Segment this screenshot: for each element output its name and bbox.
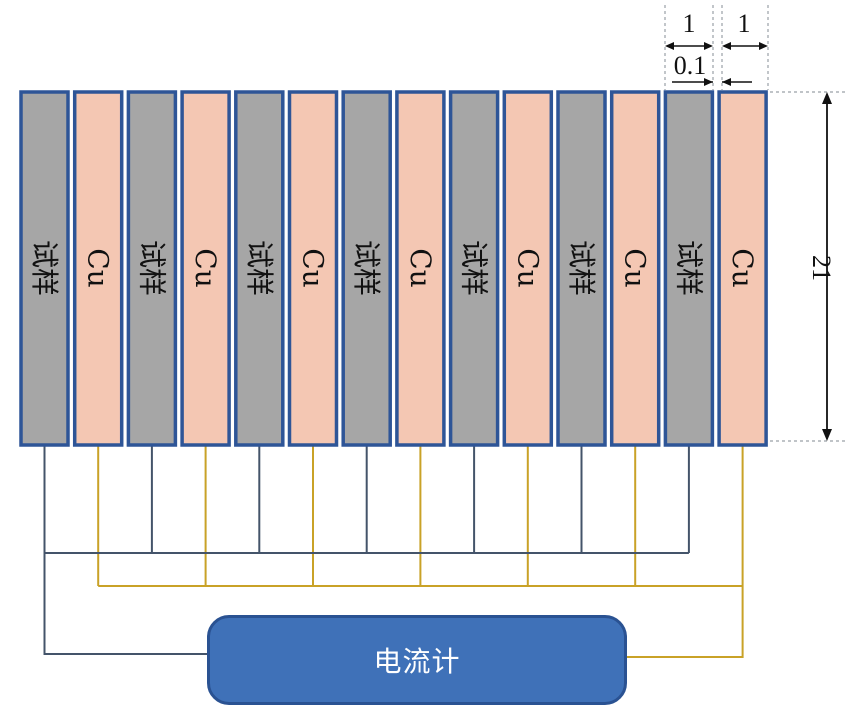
sample-return-wire bbox=[43, 553, 209, 655]
plate-stack: 试样 Cu 试样 Cu 试样 Cu 试样 Cu 试样 Cu 试样 Cu 试样 Cu bbox=[19, 90, 768, 447]
sample-plate: 试样 bbox=[663, 90, 715, 447]
plate-label: 试样 bbox=[28, 240, 61, 296]
plate-rect bbox=[663, 90, 715, 447]
plate-label: 试样 bbox=[458, 240, 491, 296]
plate-label: Cu bbox=[189, 248, 222, 287]
dimension-annotations: 1 1 0.1 21 bbox=[664, 5, 845, 442]
plate-label: Cu bbox=[511, 248, 544, 287]
plate-label: 试样 bbox=[672, 240, 705, 296]
arrowhead-icon bbox=[704, 42, 713, 50]
plate-label: Cu bbox=[82, 248, 115, 287]
plate-label: Cu bbox=[404, 248, 437, 287]
cu-plate: Cu bbox=[502, 90, 554, 447]
cu-plate: Cu bbox=[180, 90, 231, 447]
plate-rect bbox=[126, 90, 178, 447]
arrowhead-icon bbox=[722, 78, 731, 86]
sample-plate: 试样 bbox=[556, 90, 607, 447]
plate-label: 试样 bbox=[243, 240, 276, 296]
sample-plate: 试样 bbox=[448, 90, 500, 447]
arrowhead-icon bbox=[822, 92, 832, 104]
plate-rect bbox=[395, 90, 446, 447]
plate-rect bbox=[448, 90, 500, 447]
sample-plate: 试样 bbox=[234, 90, 285, 447]
plate-rect bbox=[502, 90, 554, 447]
sample-plate: 试样 bbox=[126, 90, 178, 447]
plate-rect bbox=[717, 90, 768, 447]
plate-rect bbox=[19, 90, 70, 447]
cu-plate: Cu bbox=[72, 90, 124, 447]
arrowhead-icon bbox=[822, 429, 832, 441]
plate-rect bbox=[341, 90, 392, 447]
plate-rect bbox=[234, 90, 285, 447]
plate-label: 试样 bbox=[350, 240, 383, 296]
plate-label: 试样 bbox=[135, 240, 168, 296]
galvanometer-label: 电流计 bbox=[373, 645, 461, 678]
sample-plate: 试样 bbox=[341, 90, 392, 447]
plate-rect bbox=[72, 90, 124, 447]
arrowhead-icon bbox=[704, 78, 713, 86]
plate-rect bbox=[180, 90, 231, 447]
dim-width-label-1: 1 bbox=[683, 9, 696, 38]
cu-plate: Cu bbox=[395, 90, 446, 447]
cu-plate: Cu bbox=[717, 90, 768, 447]
plate-label: Cu bbox=[619, 248, 652, 287]
dim-height-label: 21 bbox=[807, 255, 836, 281]
dim-gap-label: 0.1 bbox=[674, 51, 707, 80]
cu-plate: Cu bbox=[609, 90, 661, 447]
galvanometer: 电流计 bbox=[207, 615, 627, 705]
arrowhead-icon bbox=[722, 42, 731, 50]
arrowhead-icon bbox=[665, 42, 674, 50]
arrowhead-icon bbox=[759, 42, 768, 50]
wiring bbox=[43, 445, 744, 658]
plate-rect bbox=[287, 90, 339, 447]
sample-plate: 试样 bbox=[19, 90, 70, 447]
plate-label: Cu bbox=[297, 248, 330, 287]
plate-label: 试样 bbox=[565, 240, 598, 296]
cu-return-wire bbox=[625, 586, 744, 658]
plate-label: Cu bbox=[726, 248, 759, 287]
plate-rect bbox=[609, 90, 661, 447]
cu-plate: Cu bbox=[287, 90, 339, 447]
dim-width-label-2: 1 bbox=[738, 9, 751, 38]
plate-rect bbox=[556, 90, 607, 447]
